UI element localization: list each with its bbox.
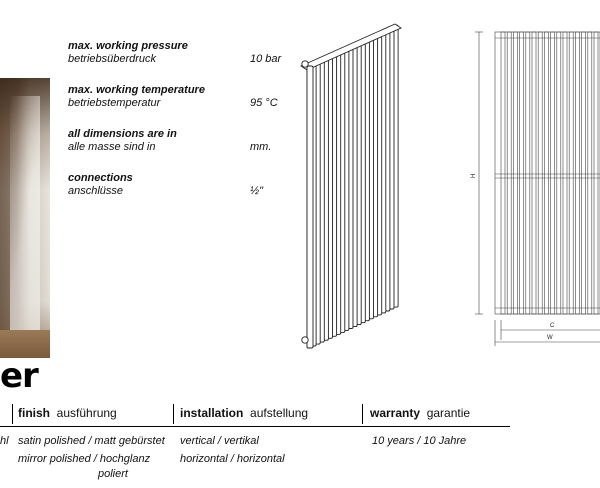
installation-line: horizontal / horizontal: [180, 453, 285, 465]
spec-pressure: max. working pressure betriebsüberdruck …: [68, 40, 308, 84]
product-photo: [0, 78, 50, 358]
inner-width-dimension-label: C: [550, 323, 555, 329]
top-connection: [301, 60, 309, 68]
tube-outline: [531, 31, 537, 315]
column-divider: [173, 404, 174, 424]
tube-outline: [513, 31, 518, 315]
spec-value: ½": [250, 185, 264, 197]
column-divider: [12, 404, 13, 424]
tube-outline: [544, 31, 549, 315]
finish-line: satin polished / matt gebürstet: [18, 435, 165, 447]
spec-label-de: alle masse sind in: [68, 141, 156, 153]
warranty-line: 10 years / 10 Jahre: [372, 435, 467, 447]
radiator-technical-drawing: H C W: [471, 31, 600, 346]
table-header-finish: finish ausführung: [18, 406, 117, 420]
spec-value: mm.: [250, 141, 272, 153]
tube-outline: [593, 31, 599, 315]
installation-line: vertical / vertikal: [180, 435, 259, 447]
tube-outline: [556, 31, 562, 315]
column-divider: [362, 404, 363, 424]
spec-label-en: max. working pressure: [68, 40, 188, 52]
width-dimension-label: W: [547, 335, 553, 341]
tube-outline: [506, 31, 512, 315]
spec-label-en: connections: [68, 172, 133, 184]
tube-outline: [525, 31, 531, 315]
spec-label-de: betriebstemperatur: [68, 97, 161, 109]
table-header-warranty: warranty garantie: [370, 406, 471, 420]
spec-temperature: max. working temperature betriebstempera…: [68, 84, 308, 128]
tube-outline: [537, 31, 543, 315]
tube-outline: [568, 31, 574, 315]
table-header-installation: installation aufstellung: [180, 406, 309, 420]
table-cell-fragment: hl: [0, 435, 9, 447]
height-dimension-label: H: [471, 174, 477, 178]
spec-value: 95 °C: [250, 97, 278, 109]
finish-line: poliert: [98, 468, 128, 480]
tube-outline: [519, 31, 524, 315]
tube-outline: [581, 31, 586, 315]
brand-name-fragment: er: [0, 356, 39, 396]
spec-connections: connections anschlüsse ½": [68, 172, 308, 216]
tube-outline: [575, 31, 580, 315]
spec-label-en: max. working temperature: [68, 84, 205, 96]
tube-outline: [500, 31, 506, 315]
radiator-collector: [306, 65, 314, 349]
radiator-perspective-drawing: [300, 23, 402, 349]
spec-dimensions: all dimensions are in alle masse sind in…: [68, 128, 308, 172]
table-rule: [0, 426, 510, 427]
finish-line: mirror polished / hochglanz: [18, 453, 151, 465]
spec-label-en: all dimensions are in: [68, 128, 177, 140]
spec-label-de: betriebsüberdruck: [68, 53, 157, 65]
tube-outline: [562, 31, 568, 315]
spec-value: 10 bar: [250, 53, 282, 65]
tube-outline: [587, 31, 593, 315]
spec-list: max. working pressure betriebsüberdruck …: [68, 40, 308, 216]
radiator-top-header: [300, 23, 402, 71]
tube-outline: [550, 31, 555, 315]
bottom-connection: [301, 336, 309, 344]
spec-label-de: anschlüsse: [68, 185, 124, 197]
